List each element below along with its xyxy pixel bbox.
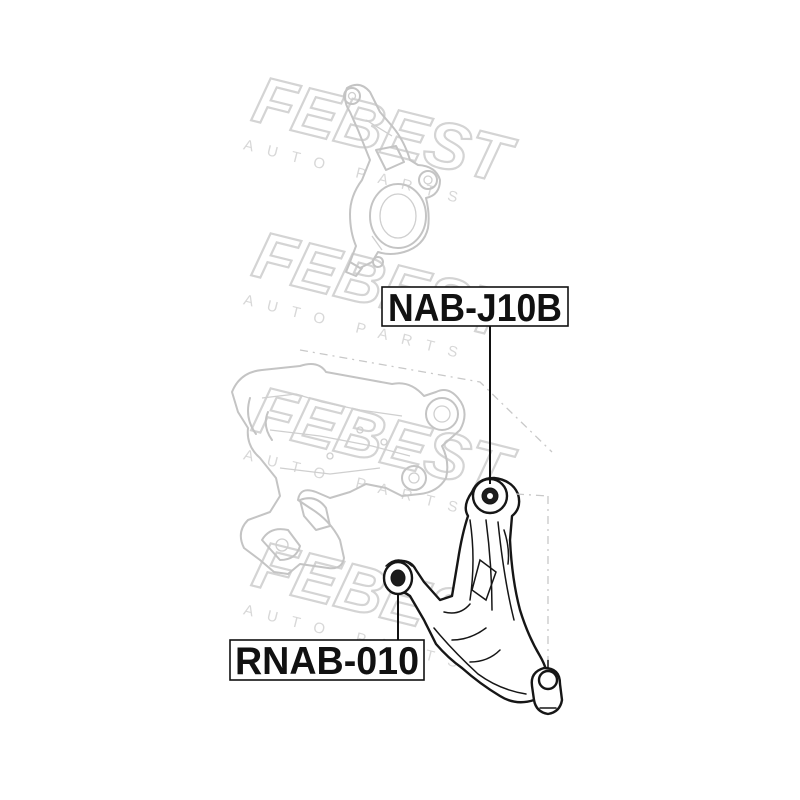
subframe-drawing bbox=[231, 349, 553, 575]
part-number-label-upper: NAB-J10B bbox=[388, 287, 562, 330]
part-number-label-lower: RNAB-010 bbox=[235, 640, 419, 683]
lower-control-arm-drawing bbox=[382, 476, 564, 716]
callout-rnab-010: RNAB-010 bbox=[229, 639, 425, 683]
steering-knuckle-drawing bbox=[343, 83, 441, 277]
callout-nab-j10b: NAB-J10B bbox=[381, 286, 569, 330]
